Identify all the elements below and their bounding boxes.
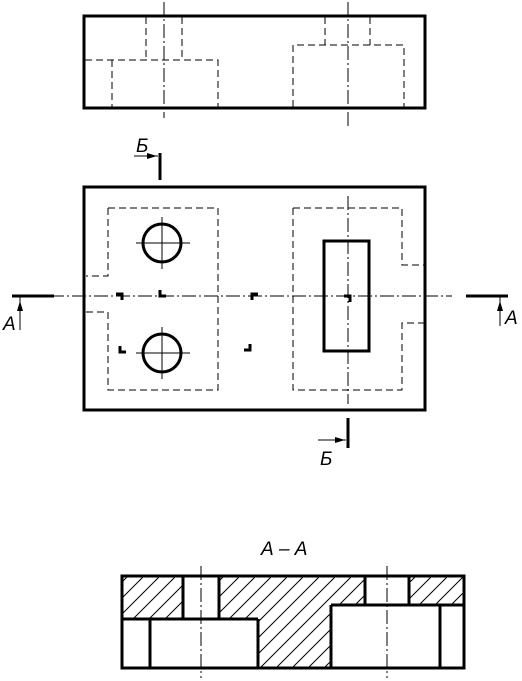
plan-view bbox=[50, 185, 452, 412]
front-view-hidden-right-recess bbox=[292, 44, 405, 107]
section-marker-b-top: Б bbox=[134, 136, 162, 180]
plan-view-outline bbox=[82, 185, 427, 412]
section-marker-a-left: А bbox=[2, 294, 54, 335]
plan-view-hidden-right-recess bbox=[292, 208, 424, 391]
front-view-hidden-left-recess bbox=[85, 59, 219, 107]
section-marker-b-bottom: Б bbox=[318, 418, 350, 470]
plan-view-hidden-left-recess bbox=[86, 207, 219, 391]
section-hatch-left bbox=[123, 576, 183, 619]
section-hatch-middle bbox=[219, 576, 365, 667]
plan-view-hidden-right-recess-top bbox=[293, 207, 424, 266]
section-path-corner bbox=[116, 292, 124, 300]
section-path-corner bbox=[344, 294, 352, 302]
section-marker-a-right: А bbox=[466, 294, 518, 329]
front-view-outline bbox=[82, 14, 427, 110]
front-view bbox=[82, 2, 427, 128]
section-a-label-right: А bbox=[504, 308, 518, 329]
section-path-corner bbox=[158, 290, 166, 298]
section-path-corner bbox=[244, 344, 252, 352]
section-path-corner bbox=[118, 346, 126, 354]
section-outline bbox=[120, 574, 466, 670]
section-b-label-bottom: Б bbox=[320, 449, 332, 470]
section-b-label-top: Б bbox=[136, 136, 148, 157]
section-view bbox=[120, 566, 466, 678]
section-path-corner bbox=[250, 292, 258, 300]
section-title: А – А bbox=[260, 539, 307, 560]
section-hatch-right bbox=[409, 576, 464, 605]
plan-view-hidden-left-recess-top bbox=[86, 208, 109, 277]
section-a-label-left: А bbox=[2, 314, 16, 335]
